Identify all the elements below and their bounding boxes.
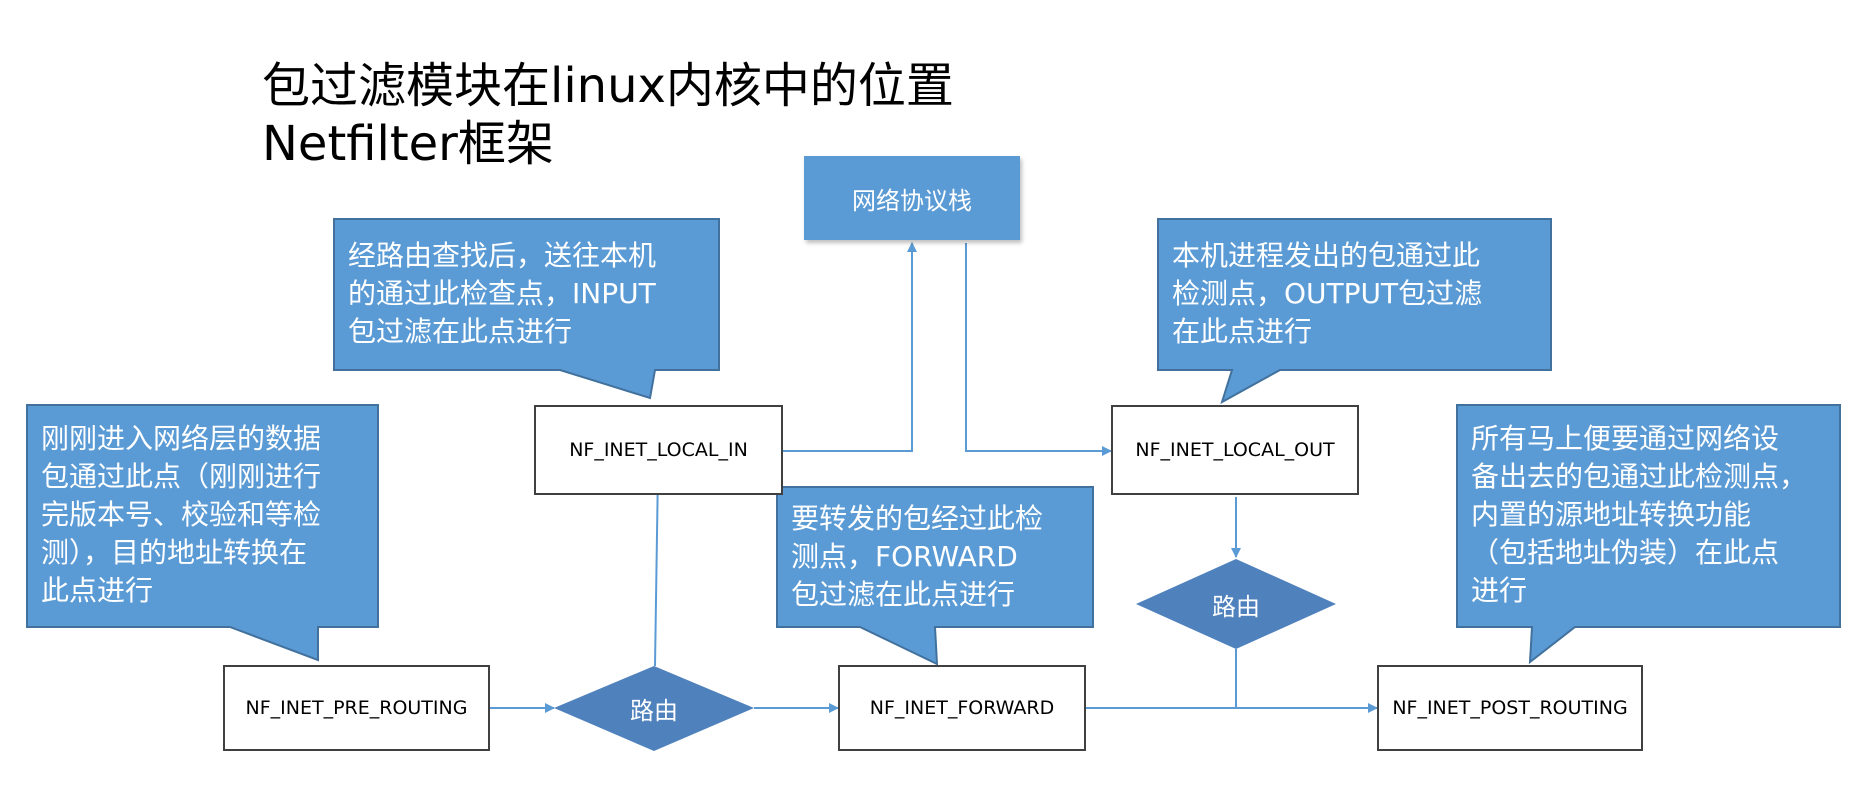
callout-input-line: 经路由查找后，送往本机 [348, 239, 657, 272]
arrow-stack-to-local-out [965, 243, 1112, 456]
protocol-stack-box: 网络协议栈 [804, 156, 1020, 240]
callout-input-text: 经路由查找后，送往本机 的通过此检查点，INPUT 包过滤在此点进行 [348, 237, 656, 351]
nf-inet-pre-routing-box: NF_INET_PRE_ROUTING [223, 665, 490, 751]
callout-post-line: 所有马上便要通过网络设 [1471, 422, 1780, 455]
callout-forward-line: 要转发的包经过此检 [791, 502, 1044, 535]
callout-pre-shape [26, 404, 379, 662]
page-title-line1: 包过滤模块在linux内核中的位置 [262, 58, 954, 114]
callout-output-shape [1157, 218, 1552, 405]
callout-post-shape [1456, 404, 1841, 665]
callout-post-text: 所有马上便要通过网络设 备出去的包通过此检测点， 内置的源地址转换功能 （包括地… [1471, 420, 1807, 610]
callout-pre-text: 刚刚进入网络层的数据 包通过此点（刚刚进行 完版本号、校验和等检 测），目的地址… [41, 420, 321, 610]
callout-input-line: 包过滤在此点进行 [348, 315, 573, 348]
callout-pre-line: 此点进行 [41, 574, 154, 607]
callout-forward-line: 包过滤在此点进行 [791, 578, 1016, 611]
callout-pre-line: 刚刚进入网络层的数据 [41, 422, 322, 455]
callout-forward-shape [776, 486, 1094, 666]
page-title-line2: Netfilter框架 [262, 116, 554, 172]
route-diamond-bottom [554, 666, 754, 751]
callout-forward-line: 测点，FORWARD [791, 540, 1018, 573]
callout-post-line: 内置的源地址转换功能 [1471, 498, 1752, 531]
arrow-route-to-local-in [652, 468, 663, 667]
callout-pre-line: 包通过此点（刚刚进行 [41, 460, 322, 493]
callout-output-line: 本机进程发出的包通过此 [1172, 239, 1481, 272]
route-label-bottom: 路由 [630, 696, 678, 725]
route-diamond-right [1136, 559, 1336, 649]
callout-pre-line: 完版本号、校验和等检 [41, 498, 322, 531]
callout-post-line: （包括地址伪装）在此点 [1471, 536, 1780, 569]
callout-output-text: 本机进程发出的包通过此 检测点，OUTPUT包过滤 在此点进行 [1172, 237, 1482, 351]
callout-pre-line: 测），目的地址转换在 [41, 536, 308, 569]
callout-post-line: 备出去的包通过此检测点， [1471, 460, 1808, 493]
callout-forward-text: 要转发的包经过此检 测点，FORWARD 包过滤在此点进行 [791, 500, 1043, 614]
callout-input-line: 的通过此检查点，INPUT [348, 277, 656, 310]
nf-inet-local-out-box: NF_INET_LOCAL_OUT [1111, 405, 1359, 495]
arrow-local-in-to-stack [783, 242, 917, 452]
nf-inet-local-in-box: NF_INET_LOCAL_IN [534, 405, 783, 495]
nf-inet-forward-box: NF_INET_FORWARD [838, 665, 1086, 751]
route-label-right: 路由 [1212, 592, 1260, 621]
callout-output-line: 在此点进行 [1172, 315, 1313, 348]
callout-output-line: 检测点，OUTPUT包过滤 [1172, 277, 1483, 310]
callout-input-shape [333, 218, 720, 400]
nf-inet-post-routing-box: NF_INET_POST_ROUTING [1377, 665, 1643, 751]
callout-post-line: 进行 [1471, 574, 1528, 607]
